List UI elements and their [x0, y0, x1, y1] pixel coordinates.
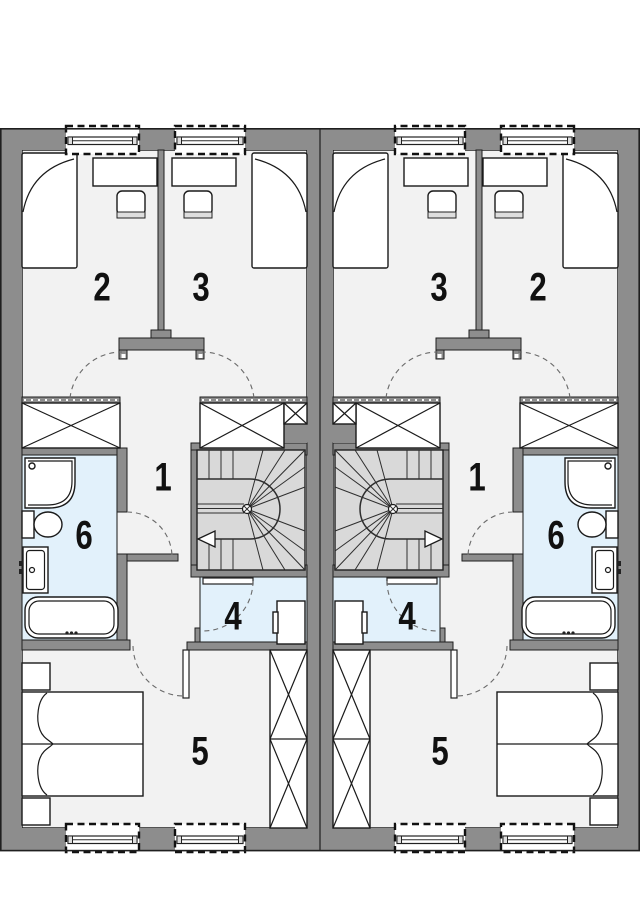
room-label-right-2: 2: [529, 265, 547, 310]
utility-room: [199, 576, 308, 645]
room-label-right-6: 6: [547, 513, 565, 558]
stair-direction-arrow: [196, 529, 216, 549]
room-label-left-5: 5: [191, 729, 209, 774]
washing-machine-icon: [272, 600, 306, 645]
bathtub-icon: [24, 596, 119, 639]
room-label-left-1: 1: [154, 455, 172, 500]
desk-icon: [92, 157, 237, 187]
room-label-right-4: 4: [398, 594, 416, 639]
room-label-right-1: 1: [468, 455, 486, 500]
wardrobe-icon: [21, 402, 308, 829]
window-icon: [64, 124, 247, 854]
room-label-left-2: 2: [93, 265, 111, 310]
building-outline: [0, 128, 640, 852]
staircase-icon: [196, 449, 306, 571]
room-label-right-5: 5: [431, 729, 449, 774]
double-bed-icon: [21, 662, 144, 826]
shower-icon: [24, 457, 76, 509]
room-label-left-3: 3: [192, 265, 210, 310]
chair-icon: [116, 190, 213, 219]
room-label-right-3: 3: [430, 265, 448, 310]
sink-icon: [19, 546, 49, 594]
toilet-icon: [21, 510, 63, 539]
door-swing-arc: [69, 351, 255, 697]
single-bed-icon: [21, 152, 308, 269]
room-label-left-4: 4: [224, 594, 242, 639]
unit-left-drawing: [0, 124, 320, 854]
room-label-left-6: 6: [75, 513, 93, 558]
bathroom: [19, 454, 119, 641]
